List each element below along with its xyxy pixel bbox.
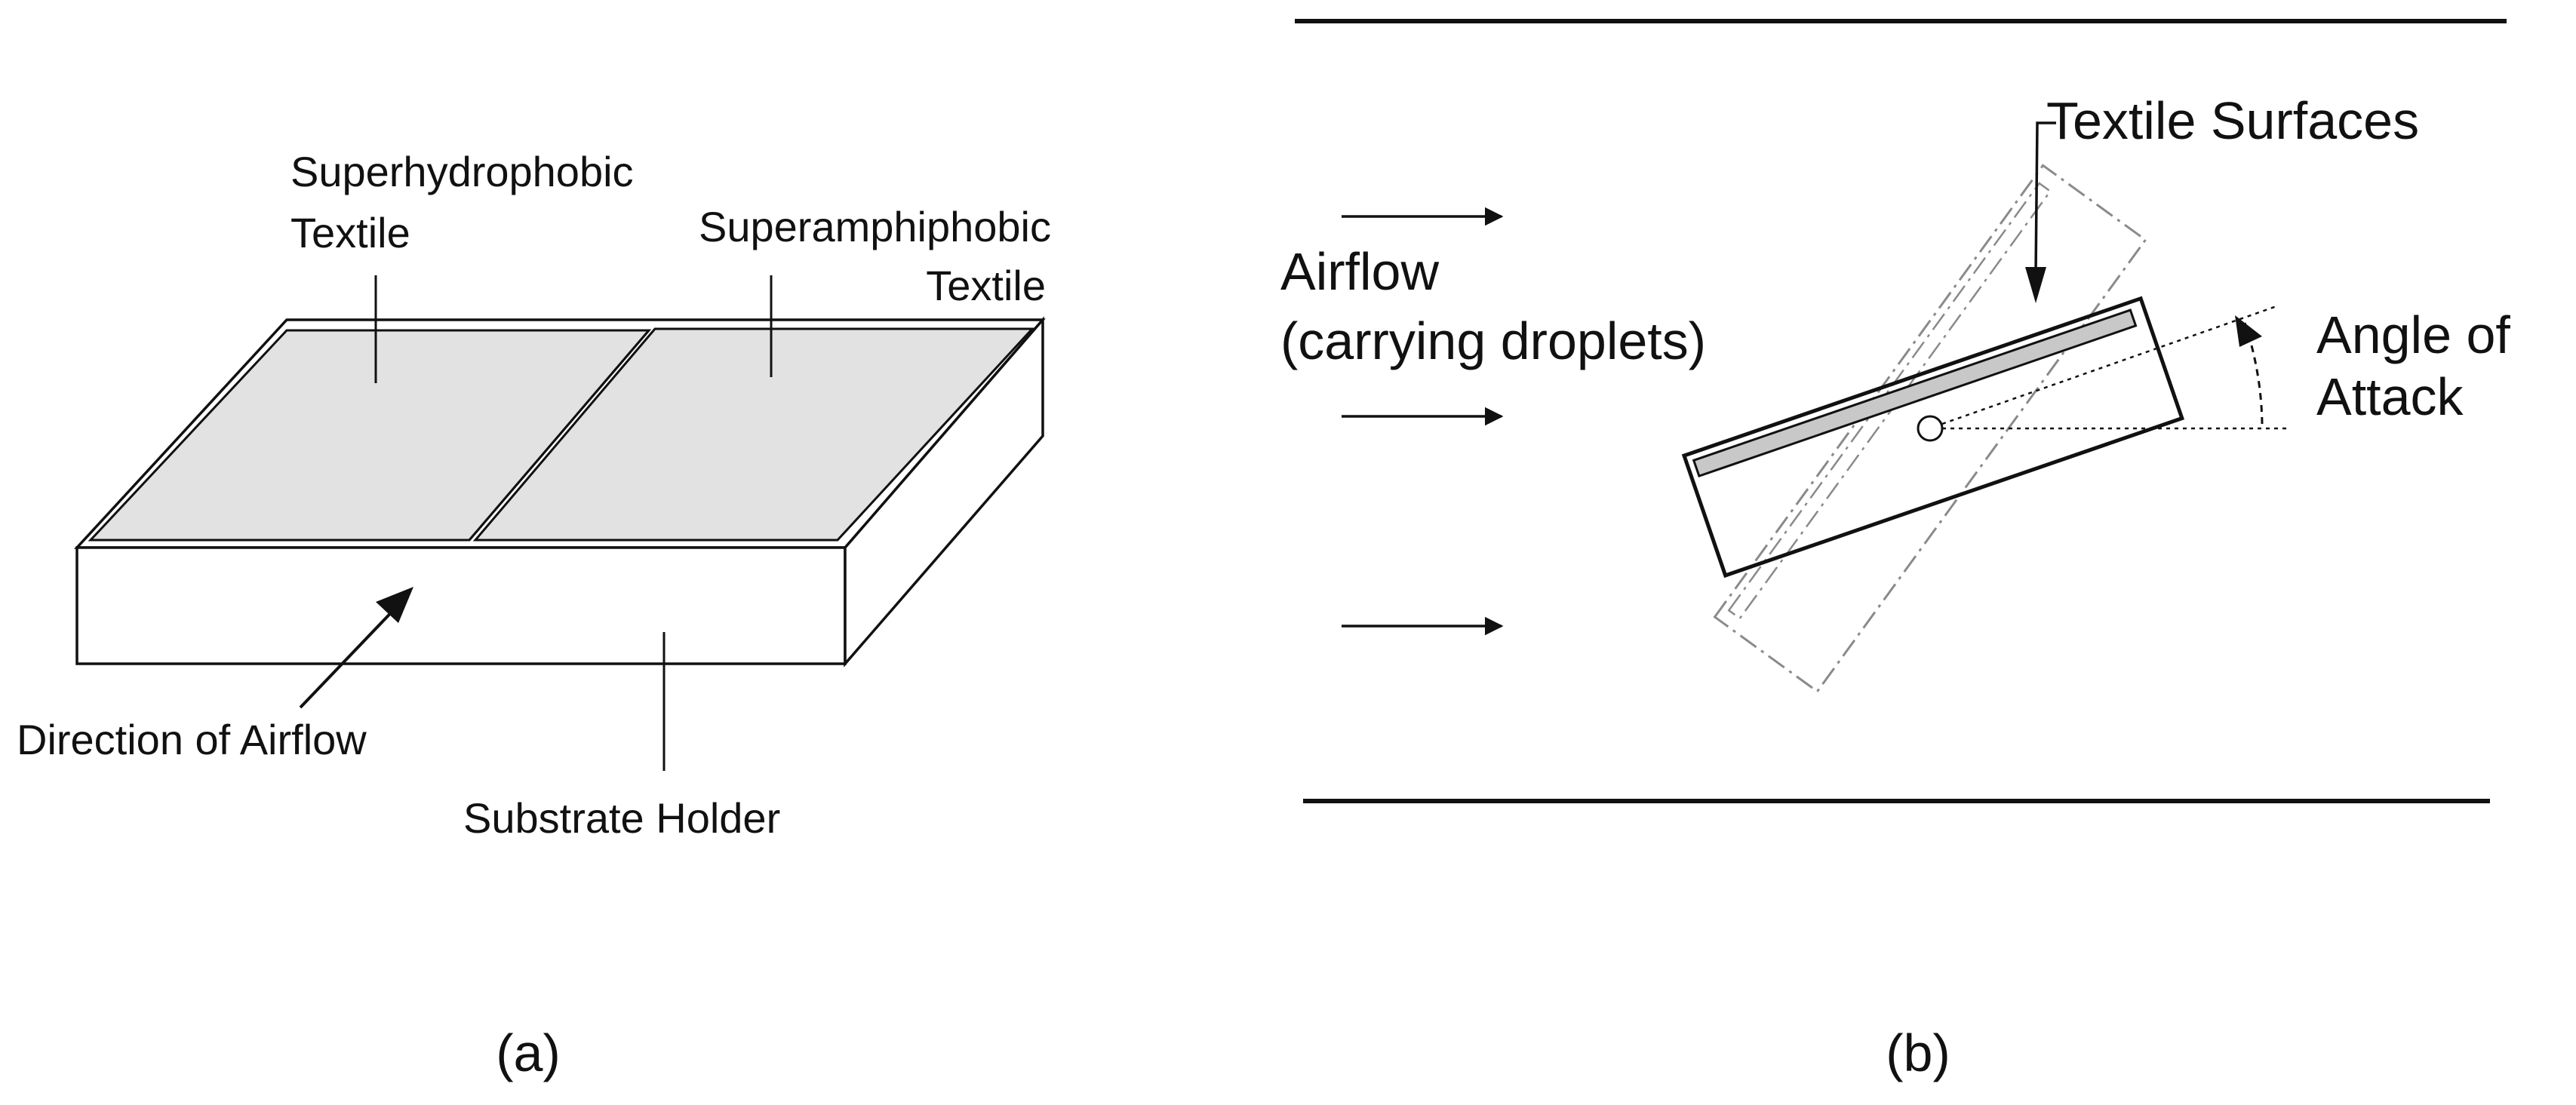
angle-of-attack-arrowhead [2235,315,2262,347]
specimen-holder [1681,296,2184,579]
airflow-label-line1: Airflow [1280,242,1439,301]
textile-surfaces-arrowhead [2025,267,2046,303]
superhydrophobic-label-line1: Superhydrophobic [290,148,634,195]
tilted-specimen [1681,296,2184,579]
panel-a: Superhydrophobic Textile Superamphiphobi… [17,148,1051,1082]
airflow-label-line2: (carrying droplets) [1280,312,1706,370]
caption-a-letter: a [514,1024,543,1082]
angle-reference-line [1941,304,2279,425]
caption-a: (a) [496,1024,561,1082]
direction-arrowhead [376,587,413,623]
substrate-label: Substrate Holder [463,794,780,842]
textile-surface-strip [1692,308,2138,478]
angle-label-line1: Angle of [2316,305,2510,364]
caption-a-open: ( [496,1024,513,1082]
caption-b-close: ) [1932,1024,1950,1082]
textile-surfaces-label: Textile Surfaces [2046,91,2419,150]
panel-b: Textile Surfaces Airflow (carrying dropl… [1280,19,2510,1082]
superamphiphobic-textile-pad [472,327,1035,542]
caption-a-close: ) [543,1024,560,1082]
textile-surfaces-leader [2034,121,2056,274]
pivot-point [1917,415,1944,442]
superamphiphobic-label-line2: Textile [926,262,1046,309]
direction-label: Direction of Airflow [17,716,367,763]
caption-b-letter: b [1904,1024,1933,1082]
caption-b-open: ( [1886,1024,1903,1082]
angle-label-line2: Attack [2316,367,2464,426]
caption-b: (b) [1886,1024,1950,1082]
pad-divider [468,330,650,541]
superhydrophobic-label-line2: Textile [290,209,410,256]
direction-arrow [299,602,401,709]
angle-of-attack-arc [2243,322,2264,425]
superamphiphobic-label-line1: Superamphiphobic [699,203,1051,250]
